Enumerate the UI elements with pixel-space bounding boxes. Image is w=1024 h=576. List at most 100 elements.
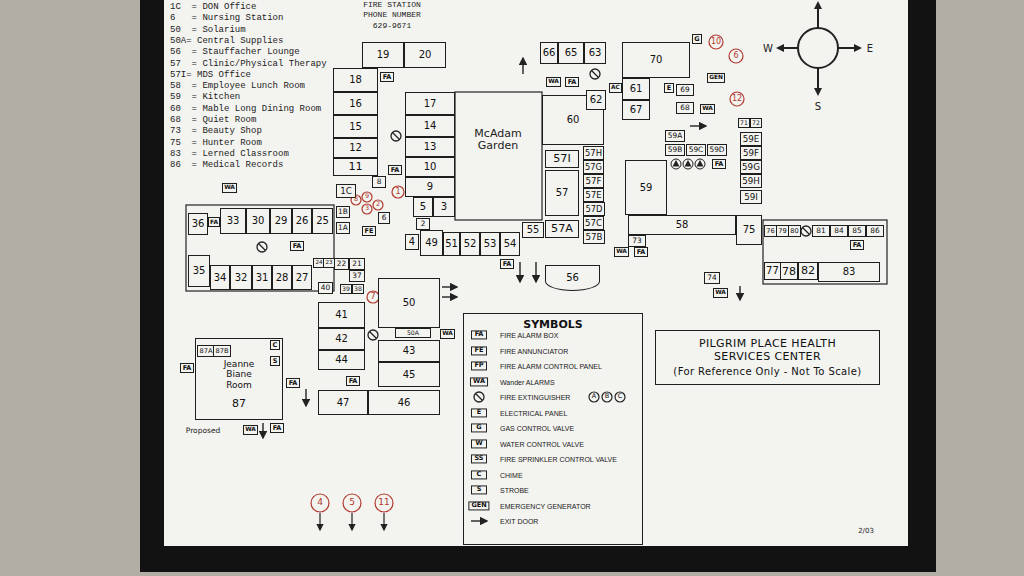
- room-box: 28: [272, 265, 292, 290]
- compass-letter: E: [867, 43, 873, 54]
- room-number: 56: [566, 273, 579, 283]
- room-box: 26: [292, 208, 312, 234]
- legend-symbol: E: [471, 408, 487, 417]
- room-box: 57A: [545, 220, 579, 238]
- room-number: 73: [632, 237, 641, 244]
- room-box: 57E: [583, 188, 604, 202]
- symbol-box: FA: [346, 376, 360, 386]
- room-number: 30: [252, 216, 265, 226]
- room-box: 67: [622, 100, 650, 120]
- room-number: 57B: [585, 233, 602, 242]
- room-number: 24: [315, 260, 322, 266]
- room-number: 70: [650, 55, 663, 65]
- room-number: 35: [193, 266, 206, 276]
- room-number: 59B: [668, 146, 682, 153]
- symbol-code: FA: [289, 380, 298, 387]
- plan-subtitle: (For Reference Only - Not To Scale): [673, 366, 861, 378]
- room-number: 15: [349, 122, 362, 132]
- symbol-box: FA: [500, 259, 514, 269]
- room-box: 27: [292, 265, 312, 290]
- room-number: 49: [425, 238, 438, 248]
- symbol-box: FA: [388, 165, 402, 175]
- room-number: 74: [707, 274, 716, 281]
- room-box: 12: [333, 138, 378, 158]
- legend-text: WATER CONTROL VALVE: [500, 440, 584, 448]
- legend-text: ELECTRICAL PANEL: [500, 409, 567, 417]
- room-box: 69: [676, 84, 694, 96]
- room-number: 82: [801, 265, 815, 276]
- room-box: 3: [433, 197, 455, 217]
- room-box: 57B: [583, 230, 605, 244]
- symbol-code: FA: [293, 243, 302, 250]
- room-number: 78: [782, 266, 796, 277]
- symbol-box: G: [692, 34, 702, 44]
- note-text: Proposed: [186, 427, 221, 435]
- room-box: 18: [333, 68, 378, 92]
- room-number: 87A: [199, 348, 212, 355]
- symbol-box: FA: [270, 423, 284, 433]
- room-box: 9: [405, 177, 455, 197]
- symbol-code: E: [667, 85, 671, 92]
- key-entry: 6 = Nursing Station: [170, 14, 283, 24]
- room-number: 10: [424, 162, 437, 172]
- room-box: 77: [764, 262, 781, 280]
- room-box: 59G: [740, 160, 762, 174]
- symbol-box: FA: [290, 241, 304, 251]
- room-number: 57D: [585, 205, 602, 213]
- room-box: 57C: [583, 216, 604, 230]
- room-box: 62: [586, 90, 606, 110]
- room-box: 50: [378, 278, 440, 328]
- symbol-box: FA: [712, 159, 726, 169]
- room-box: 42: [318, 328, 365, 350]
- room-number: 37: [352, 272, 361, 279]
- room-number: 57F: [585, 177, 601, 186]
- fire-station-text: FIRE STATION: [363, 1, 421, 10]
- room-box: 41: [318, 302, 365, 328]
- symbol-box: FA: [286, 378, 300, 388]
- room-number: 9: [427, 182, 433, 192]
- room-box: 37: [349, 270, 365, 282]
- room-number: 1A: [338, 224, 348, 231]
- room-number: 38: [354, 286, 362, 292]
- room-box: 61: [622, 78, 650, 100]
- legend-text: FIRE EXTINGUISHER: [500, 394, 570, 402]
- room-box: 59A: [665, 130, 685, 142]
- room-box: 38: [352, 284, 364, 294]
- room-number: 59: [640, 183, 653, 193]
- room-number: 25: [316, 216, 329, 226]
- room-number: 46: [398, 398, 411, 408]
- room-number: 80: [790, 228, 798, 235]
- room-number: 8: [377, 178, 382, 185]
- room-number: 59C: [689, 146, 704, 153]
- room-box: 59C: [686, 144, 706, 156]
- legend-text: Wander ALARMS: [500, 378, 555, 386]
- symbol-box: WA: [614, 247, 629, 257]
- room-number: 67: [630, 105, 643, 115]
- legend-text: CHIME: [500, 471, 523, 479]
- key-entry: 73 = Beauty Shop: [170, 127, 262, 137]
- symbol-code: WA: [616, 249, 627, 255]
- room-number: 12: [349, 143, 362, 153]
- room-number: 21: [352, 260, 361, 267]
- symbol-code: FA: [503, 261, 512, 268]
- key-entry: 58 = Employee Lunch Room: [170, 82, 305, 92]
- room-number: 26: [296, 216, 309, 226]
- room-box: 84: [830, 225, 848, 237]
- room-number: 85: [852, 227, 861, 234]
- room-number: 36: [192, 219, 205, 229]
- symbol-code: FA: [183, 365, 192, 372]
- room-number: 57C: [585, 219, 602, 228]
- room-box: 10: [405, 157, 455, 177]
- legend-text: EXIT DOOR: [500, 518, 538, 526]
- room-box: 55: [522, 222, 544, 238]
- room-box: 4: [405, 234, 419, 250]
- room-number: 52: [464, 239, 477, 249]
- room-number: 14: [424, 121, 437, 131]
- callout-number: 11: [378, 498, 389, 508]
- legend-text: EMERGENCY GENERATOR: [500, 502, 591, 510]
- symbol-box: FA: [634, 247, 648, 257]
- legend-symbol: SS: [471, 454, 487, 463]
- room-number: 62: [590, 95, 603, 105]
- callout-number: 4: [317, 498, 323, 508]
- garden-name: McAdam Garden: [468, 128, 528, 152]
